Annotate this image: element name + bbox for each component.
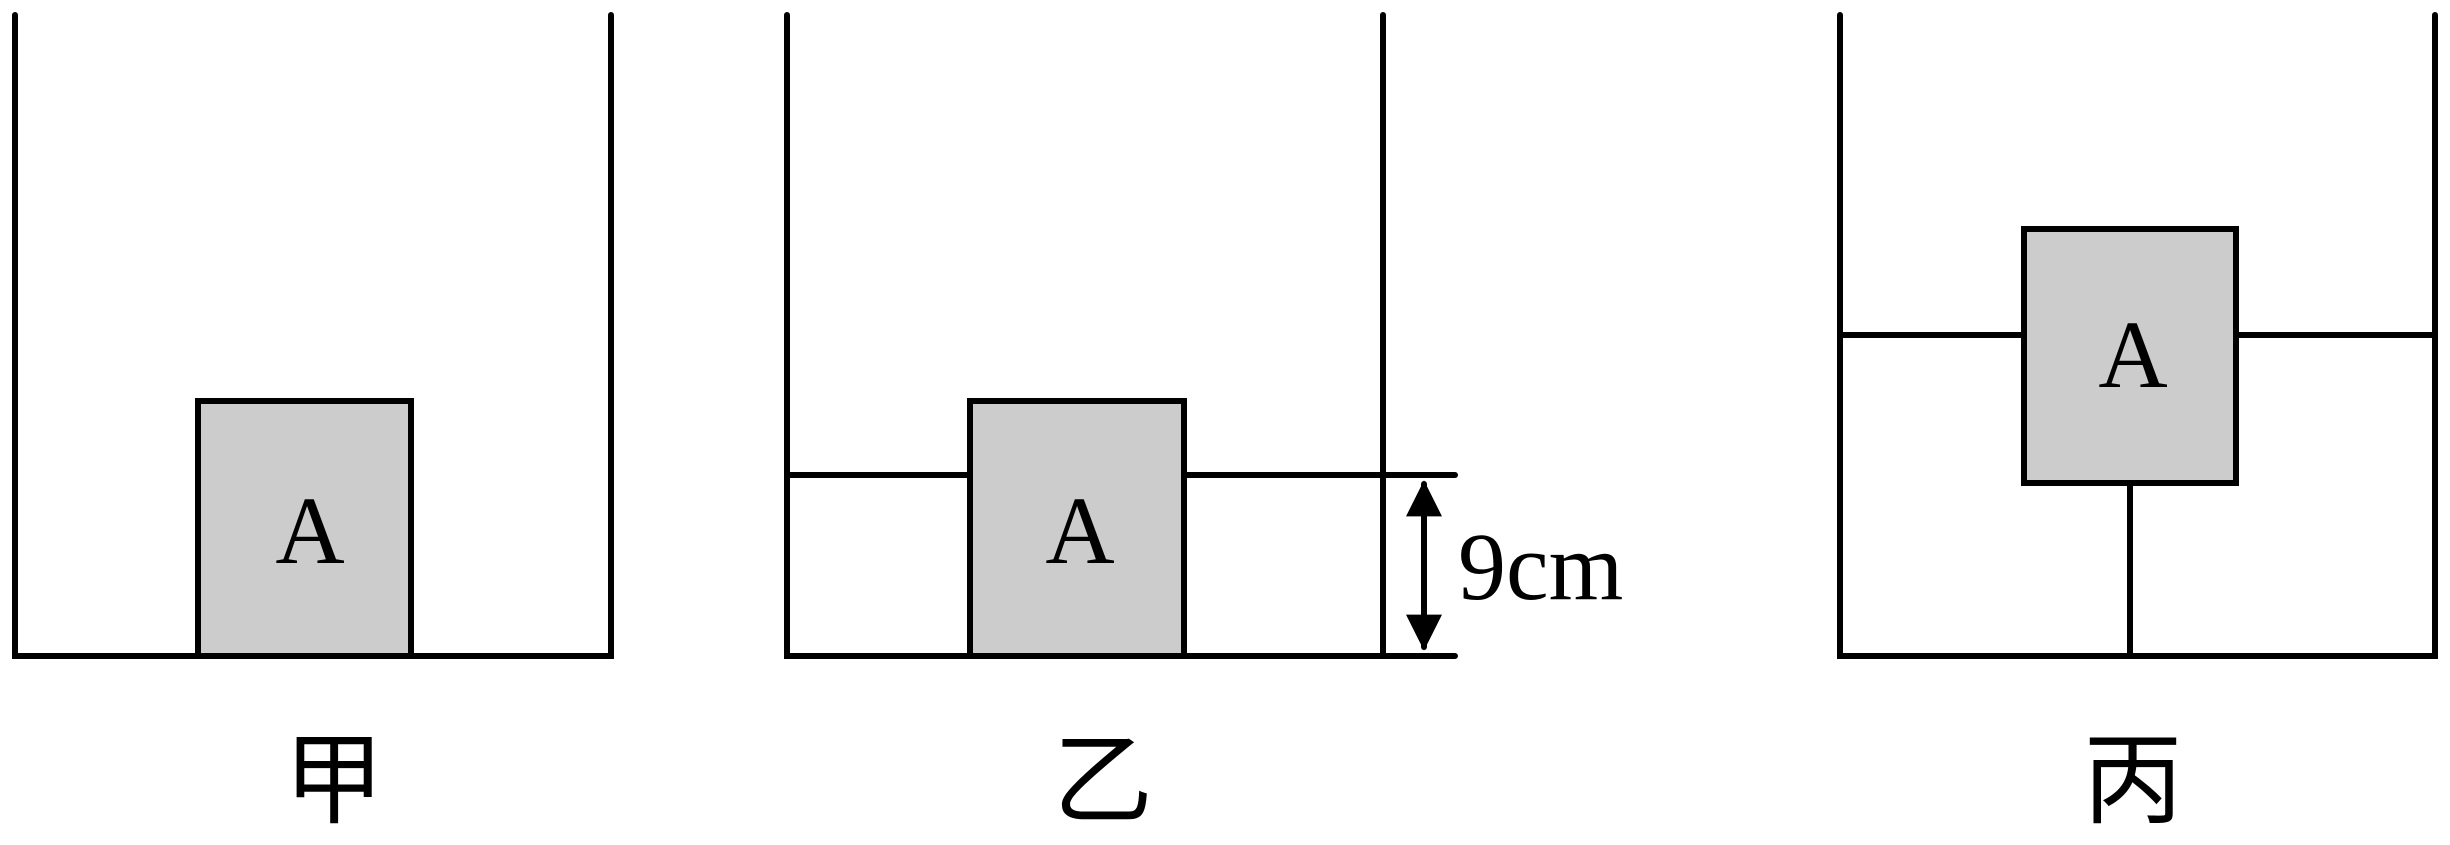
block-a-label-jia: A [275,477,344,584]
panel-yi: A 9cm 乙 [784,12,1623,839]
panel-jia: A 甲 [12,12,614,839]
block-a-label-bing: A [2098,301,2167,408]
panel-bing: A 丙 [1837,12,2438,839]
block-a-jia [195,398,414,659]
caption-bing: 丙 [2083,722,2183,839]
caption-yi: 乙 [1053,722,1153,839]
caption-jia: 甲 [284,722,384,839]
container-yi [784,12,1458,659]
block-a-bing [2021,226,2239,486]
block-a-label-yi: A [1045,477,1114,584]
block-a-yi [967,398,1187,659]
dimension-label-9cm: 9cm [1458,513,1623,620]
